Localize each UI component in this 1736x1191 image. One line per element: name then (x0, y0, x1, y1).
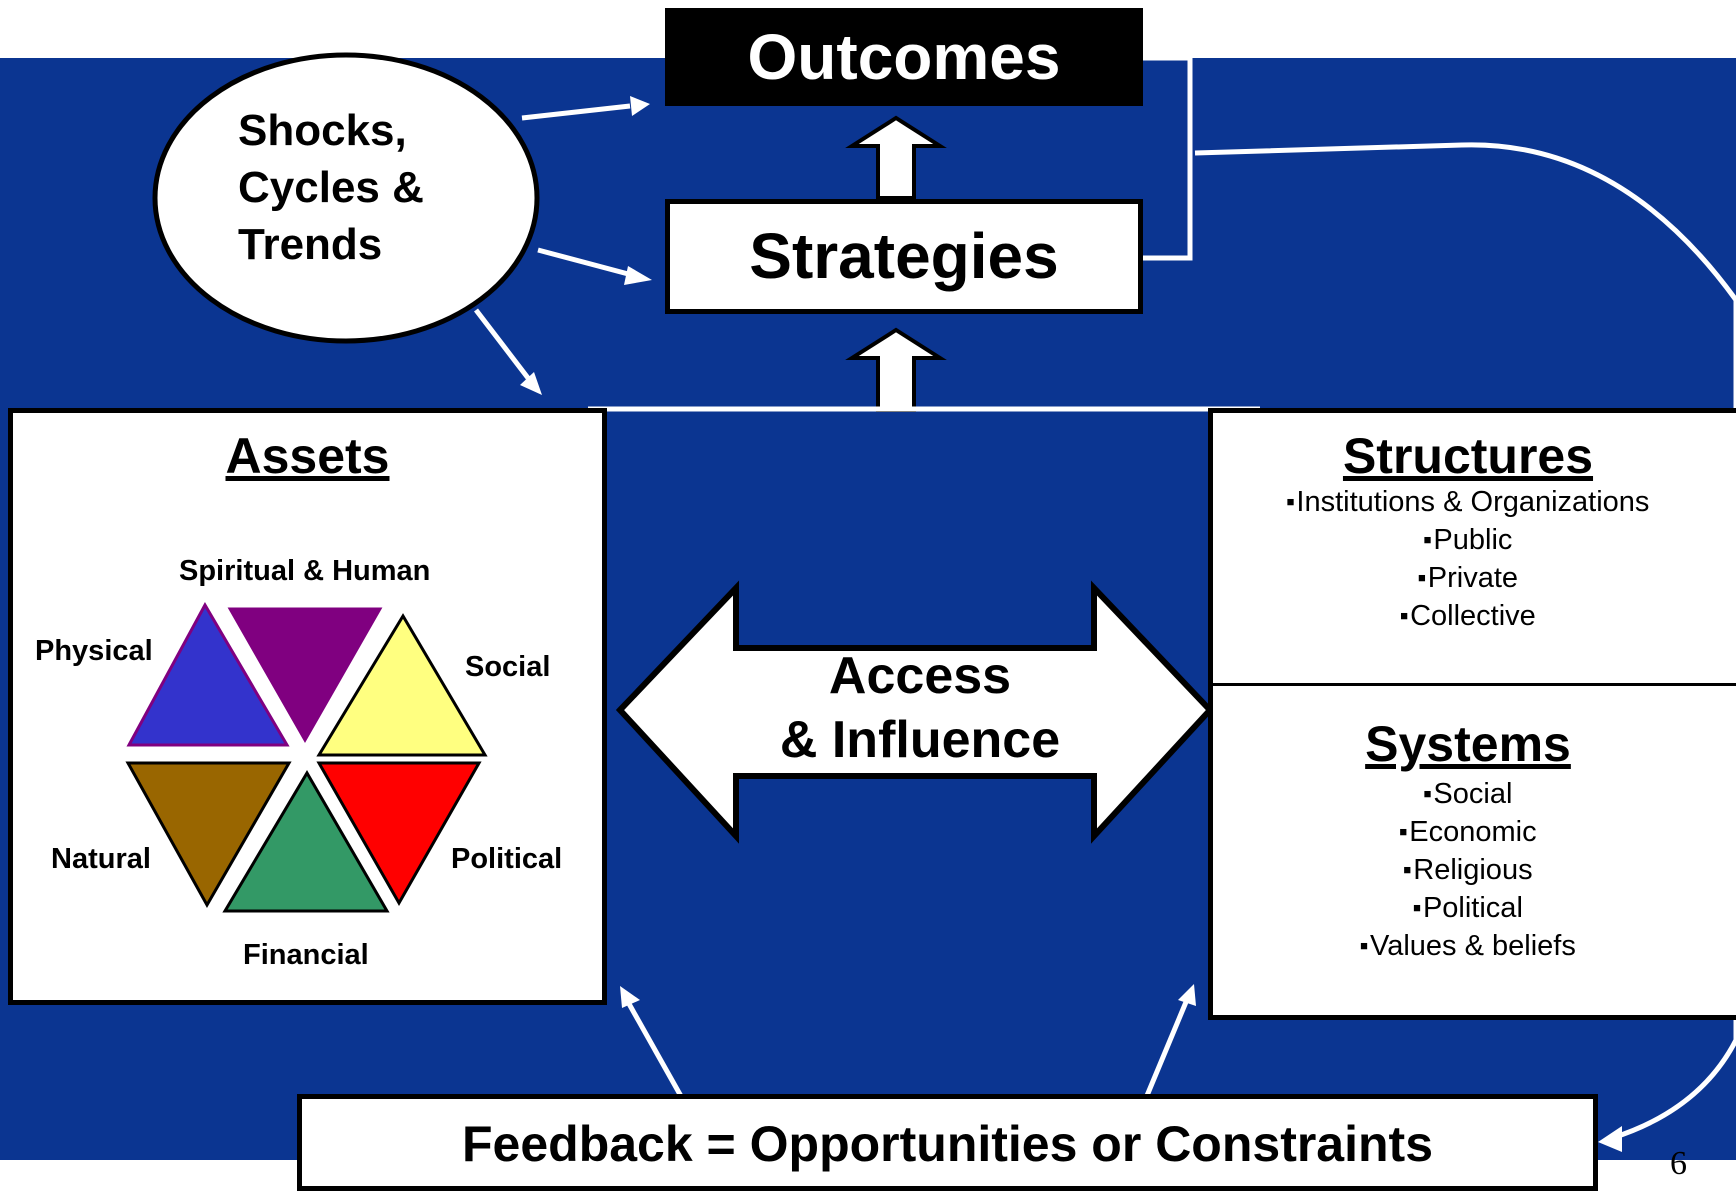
list-item: ■Private (1417, 562, 1519, 594)
shocks-to-strategies-arrowhead (624, 266, 652, 285)
shocks-line: Cycles & (238, 163, 424, 212)
shocks-ellipse (152, 52, 540, 344)
influence-line: & Influence (779, 711, 1061, 769)
shocks-line: Shocks, (238, 106, 407, 155)
feedback-curve-arrowhead (1598, 1126, 1622, 1152)
structures-title: Structures (1342, 428, 1594, 484)
label-financial: Financial (243, 939, 369, 971)
shocks-line: Trends (238, 220, 383, 269)
shocks-to-assets-arrowhead (520, 372, 542, 395)
shocks-to-outcomes-arrow (521, 103, 631, 121)
structures-systems-box: Structures ■Institutions & Organizations… (1208, 408, 1736, 1020)
shocks-label: Shocks, Cycles & Trends (238, 102, 488, 273)
up-arrow-center-to-strategies (845, 327, 947, 412)
list-item: ■Public (1423, 524, 1513, 556)
feedback-to-structures-arrowhead (1178, 984, 1196, 1006)
structures-list: ■Institutions & Organizations ■Public ■P… (1213, 483, 1723, 635)
label-social: Social (465, 651, 551, 683)
assets-hexagon (125, 601, 488, 913)
triangle-spiritual-human (222, 604, 388, 750)
list-item: ■Economic (1399, 816, 1537, 848)
list-item: ■Religious (1403, 854, 1533, 886)
structures-systems-divider (1213, 683, 1736, 686)
shocks-to-assets-arrow (474, 308, 530, 380)
triangle-political (316, 761, 482, 907)
feedback-box: Feedback = Opportunities or Constraints (297, 1094, 1598, 1191)
page-number: 6 (1670, 1145, 1687, 1182)
shocks-to-strategies-arrow (537, 247, 633, 278)
feedback-curve (1194, 142, 1736, 1141)
label-political: Political (451, 843, 563, 875)
triangle-social (316, 613, 488, 757)
up-arrow-strategies-to-outcomes (845, 115, 947, 200)
label-natural: Natural (51, 843, 151, 875)
strategies-box: Strategies (665, 199, 1143, 314)
systems-list: ■Social ■Economic ■Religious ■Political … (1213, 775, 1723, 965)
list-item: ■Institutions & Organizations (1286, 486, 1650, 518)
assets-title: Assets (225, 428, 390, 484)
assets-box: Assets Spiritual & Human Physical Social… (8, 408, 607, 1005)
label-spiritual-human: Spiritual & Human (179, 555, 431, 587)
list-item: ■Social (1423, 778, 1513, 810)
access-influence-label: Access & Influence (720, 644, 1120, 772)
feedback-to-assets-arrow (625, 1000, 685, 1100)
strategies-outcomes-bracket (1143, 55, 1193, 261)
shocks-to-outcomes-arrowhead (630, 96, 650, 116)
access-line: Access (828, 647, 1012, 705)
list-item: ■Values & beliefs (1360, 930, 1576, 962)
triangle-physical (126, 601, 290, 747)
feedback-to-assets-arrowhead (620, 986, 640, 1008)
triangle-financial (222, 770, 390, 913)
list-item: ■Political (1413, 892, 1523, 924)
label-physical: Physical (35, 635, 153, 667)
outcomes-box: Outcomes (665, 8, 1143, 106)
triangle-natural (125, 761, 292, 909)
list-item: ■Collective (1400, 600, 1536, 632)
feedback-to-structures-arrow (1143, 1001, 1189, 1099)
systems-title: Systems (1365, 716, 1571, 772)
